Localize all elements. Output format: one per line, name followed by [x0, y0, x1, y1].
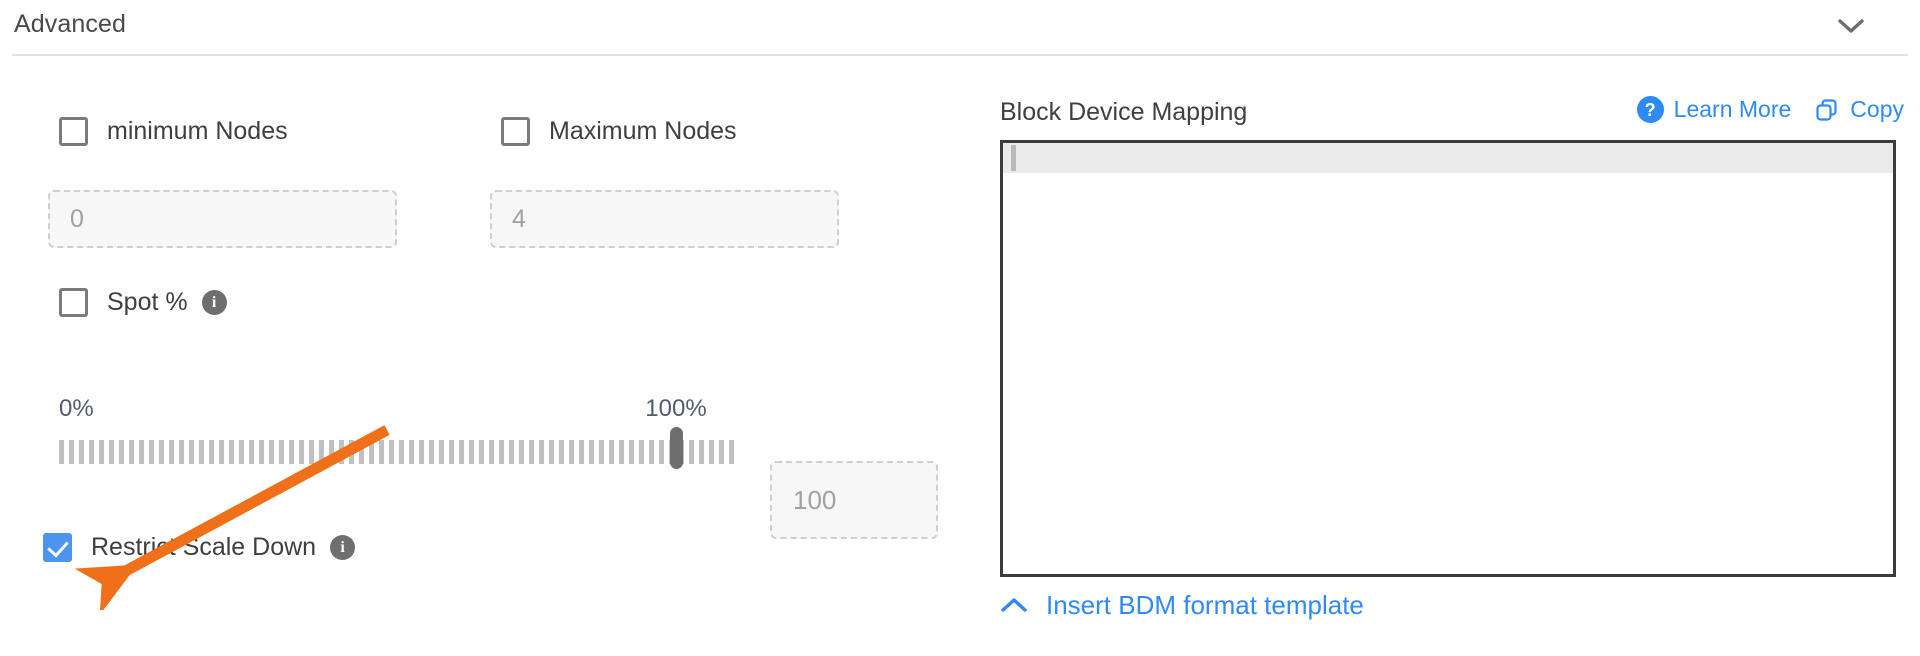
- learn-more-label: Learn More: [1673, 96, 1792, 122]
- slider-max-label: 100%: [645, 395, 707, 422]
- max-nodes-label: Maximum Nodes: [549, 117, 737, 145]
- advanced-left-column: minimum Nodes 0 Maximum Nodes 4 Spot % i…: [0, 55, 960, 656]
- restrict-scale-down-label: Restrict Scale Down: [91, 533, 317, 561]
- min-nodes-label: minimum Nodes: [107, 117, 288, 145]
- max-nodes-input[interactable]: 4: [490, 190, 839, 248]
- chevron-up-icon: [1000, 597, 1028, 615]
- copy-label: Copy: [1850, 96, 1904, 122]
- max-nodes-row: Maximum Nodes: [501, 117, 737, 146]
- spot-percent-label: Spot %: [107, 288, 188, 316]
- min-nodes-checkbox[interactable]: [59, 117, 88, 146]
- spot-percent-slider[interactable]: 0% 100%: [59, 395, 759, 505]
- spot-percent-row: Spot % i: [59, 288, 227, 317]
- insert-bdm-template-label: Insert BDM format template: [1046, 590, 1364, 620]
- page-title: Advanced: [14, 10, 126, 38]
- chevron-down-icon[interactable]: [1835, 12, 1867, 40]
- bdm-code-editor[interactable]: [1000, 140, 1896, 577]
- help-circle-icon: ?: [1636, 96, 1664, 123]
- learn-more-link[interactable]: ? Learn More: [1636, 96, 1792, 123]
- bdm-title: Block Device Mapping: [1000, 98, 1248, 126]
- slider-track[interactable]: [59, 435, 739, 469]
- editor-active-line: [1003, 143, 1893, 173]
- spot-percent-value-input[interactable]: 100: [770, 461, 938, 539]
- info-icon[interactable]: i: [201, 290, 227, 315]
- copy-icon: [1814, 97, 1840, 123]
- header-divider: [12, 54, 1908, 56]
- restrict-scale-down-checkbox[interactable]: [43, 533, 72, 562]
- slider-min-label: 0%: [59, 395, 94, 422]
- bdm-actions: ? Learn More Copy: [1636, 96, 1904, 123]
- restrict-scale-down-row: Restrict Scale Down i: [43, 533, 356, 562]
- min-nodes-row: minimum Nodes: [59, 117, 288, 146]
- info-icon[interactable]: i: [330, 535, 356, 560]
- slider-thumb[interactable]: [670, 427, 683, 469]
- slider-tick-marks: [59, 440, 739, 464]
- insert-bdm-template-link[interactable]: Insert BDM format template: [1000, 590, 1364, 621]
- min-nodes-input[interactable]: 0: [48, 190, 397, 248]
- advanced-section-header[interactable]: Advanced: [0, 0, 1920, 56]
- max-nodes-checkbox[interactable]: [501, 117, 530, 146]
- spot-percent-checkbox[interactable]: [59, 288, 88, 317]
- copy-button[interactable]: Copy: [1814, 96, 1904, 123]
- block-device-mapping-panel: Block Device Mapping ? Learn More Copy: [990, 55, 1920, 656]
- editor-caret: [1011, 145, 1016, 171]
